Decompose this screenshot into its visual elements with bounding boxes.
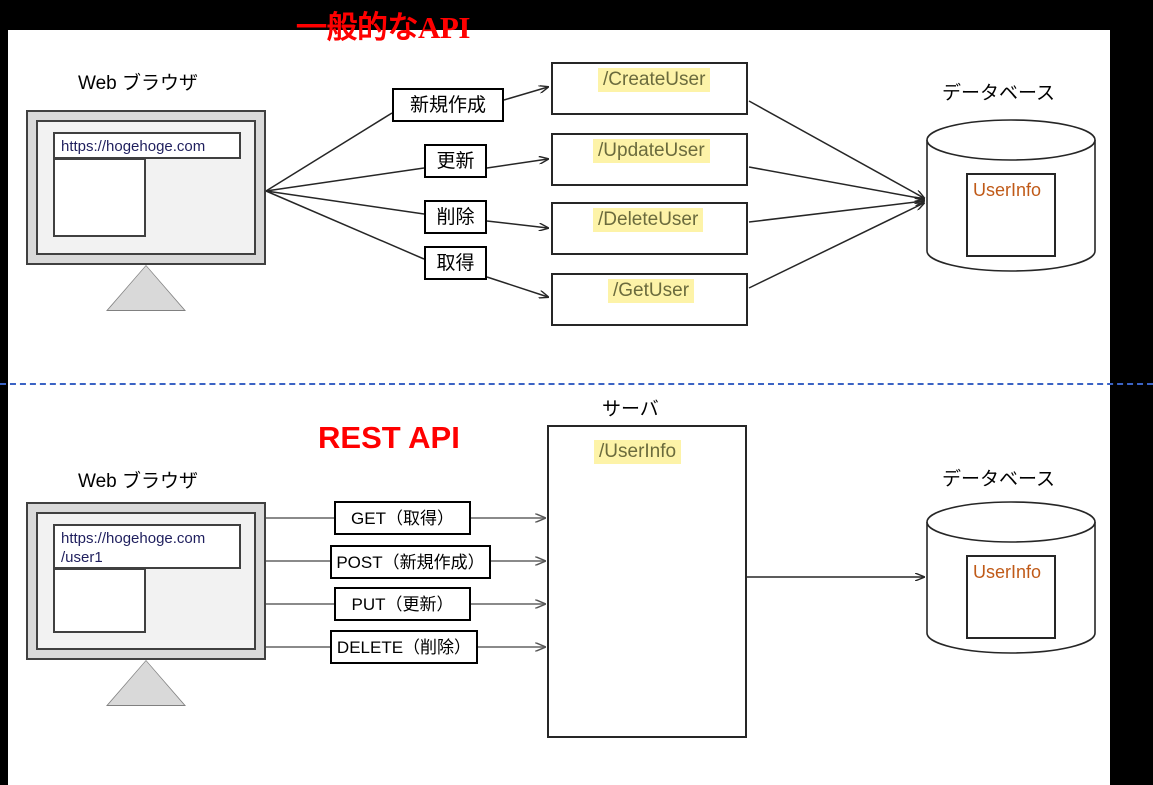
bottom-browser-caption: Web ブラウザ xyxy=(78,471,199,492)
bottom-page-content-area xyxy=(53,568,146,633)
endpoint-label-createuser: /CreateUser xyxy=(598,68,711,92)
top-db-table-box xyxy=(966,173,1056,257)
operation-tag-delete[interactable]: 削除 xyxy=(424,200,487,234)
operation-tag-get[interactable]: 取得 xyxy=(424,246,487,280)
rest-api-title: REST API xyxy=(318,420,460,455)
http-method-tag-put[interactable]: PUT（更新） xyxy=(334,587,471,621)
operation-tag-update[interactable]: 更新 xyxy=(424,144,487,178)
bottom-database-cylinder: UserInfo xyxy=(925,500,1097,655)
server-caption: サーバ xyxy=(602,399,659,420)
letterbox-left xyxy=(0,0,8,785)
top-browser-caption: Web ブラウザ xyxy=(78,73,199,94)
top-database-cylinder: UserInfo xyxy=(925,118,1097,273)
bottom-database-caption: データベース xyxy=(942,469,1056,490)
top-database-caption: データベース xyxy=(942,83,1056,104)
endpoint-label-updateuser: /UpdateUser xyxy=(593,139,710,163)
http-method-tag-post[interactable]: POST（新規作成） xyxy=(330,545,491,579)
server-box[interactable]: /UserInfo xyxy=(547,425,747,738)
top-browser-monitor: https://hogehoge.com xyxy=(26,110,266,265)
endpoint-label-getuser: /GetUser xyxy=(608,279,695,303)
bottom-monitor-stand xyxy=(108,661,184,705)
top-url-bar[interactable]: https://hogehoge.com xyxy=(53,132,241,159)
letterbox-top xyxy=(0,0,1153,30)
bottom-db-table-label: UserInfo xyxy=(973,562,1042,582)
http-method-tag-get[interactable]: GET（取得） xyxy=(334,501,471,535)
endpoint-box-deleteuser[interactable]: /DeleteUser xyxy=(551,202,748,255)
server-resource-label: /UserInfo xyxy=(594,440,682,464)
section-divider xyxy=(0,383,1153,385)
bottom-url-bar[interactable]: https://hogehoge.com /user1 xyxy=(53,524,241,569)
top-db-table-label: UserInfo xyxy=(973,180,1042,200)
endpoint-label-deleteuser: /DeleteUser xyxy=(593,208,704,232)
top-page-content-area xyxy=(53,158,146,237)
letterbox-right xyxy=(1110,0,1153,785)
endpoint-box-updateuser[interactable]: /UpdateUser xyxy=(551,133,748,186)
operation-tag-create[interactable]: 新規作成 xyxy=(392,88,504,122)
endpoint-box-createuser[interactable]: /CreateUser xyxy=(551,62,748,115)
bottom-browser-monitor: https://hogehoge.com /user1 xyxy=(26,502,266,660)
general-api-title: 一般的なAPI xyxy=(296,10,470,45)
bottom-db-table-box xyxy=(966,555,1056,639)
endpoint-box-getuser[interactable]: /GetUser xyxy=(551,273,748,326)
top-monitor-stand xyxy=(108,266,184,310)
http-method-tag-delete[interactable]: DELETE（削除） xyxy=(330,630,478,664)
